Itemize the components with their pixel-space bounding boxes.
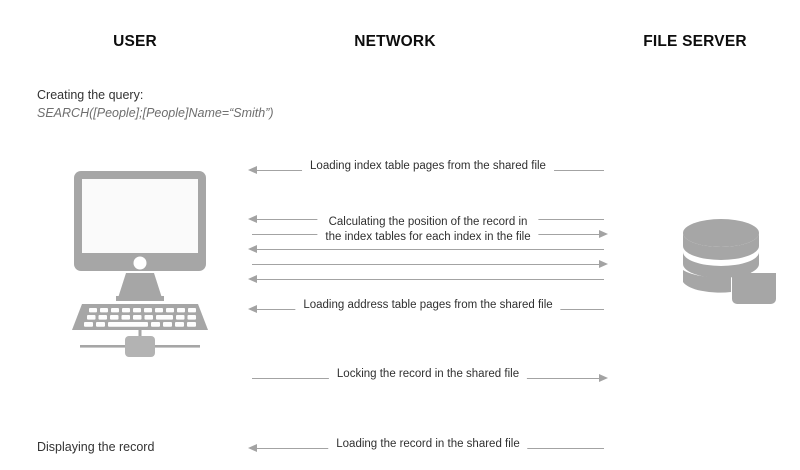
arrow-head-left xyxy=(248,215,257,223)
message-label: Loading index table pages from the share… xyxy=(302,159,554,174)
creating-query-label: Creating the query: xyxy=(37,88,144,102)
database-folder-icon xyxy=(676,216,786,308)
message-arrow-calculating-position-line-2: Calculating the position of the record i… xyxy=(248,215,608,245)
column-header-file-server: FILE SERVER xyxy=(643,33,747,50)
arrow-head-left xyxy=(248,245,257,253)
message-arrow-locking-the-record: Locking the record in the shared file xyxy=(248,367,608,387)
message-arrow-calculating-position-line-3 xyxy=(248,242,608,258)
column-header-user: USER xyxy=(113,33,157,50)
message-arrow-loading-address-table-pages: Loading address table pages from the sha… xyxy=(248,298,608,318)
message-label: Loading the record in the shared file xyxy=(328,437,528,452)
arrow-shaft xyxy=(252,279,604,280)
arrow-head-right xyxy=(599,374,608,382)
arrow-head-right xyxy=(599,230,608,238)
message-label: Calculating the position of the record i… xyxy=(317,215,539,245)
arrow-head-left xyxy=(248,444,257,452)
message-arrow-calculating-position-line-4 xyxy=(248,257,608,273)
arrow-head-left xyxy=(248,275,257,283)
arrow-head-left xyxy=(248,166,257,174)
column-header-network: NETWORK xyxy=(354,33,436,50)
message-arrow-loading-index-table-pages: Loading index table pages from the share… xyxy=(248,159,608,179)
query-expression-text: SEARCH([People];[People]Name=“Smith”) xyxy=(37,106,274,120)
message-label: Loading address table pages from the sha… xyxy=(295,298,561,313)
message-arrow-loading-the-record: Loading the record in the shared file xyxy=(248,437,608,457)
arrow-shaft xyxy=(252,249,604,250)
arrow-head-right xyxy=(599,260,608,268)
displaying-record-label: Displaying the record xyxy=(37,440,155,454)
message-label: Locking the record in the shared file xyxy=(328,367,528,382)
desktop-computer-icon xyxy=(60,165,220,357)
arrow-head-left xyxy=(248,305,257,313)
arrow-shaft xyxy=(252,264,604,265)
message-arrow-calculating-position-line-5 xyxy=(248,272,608,288)
